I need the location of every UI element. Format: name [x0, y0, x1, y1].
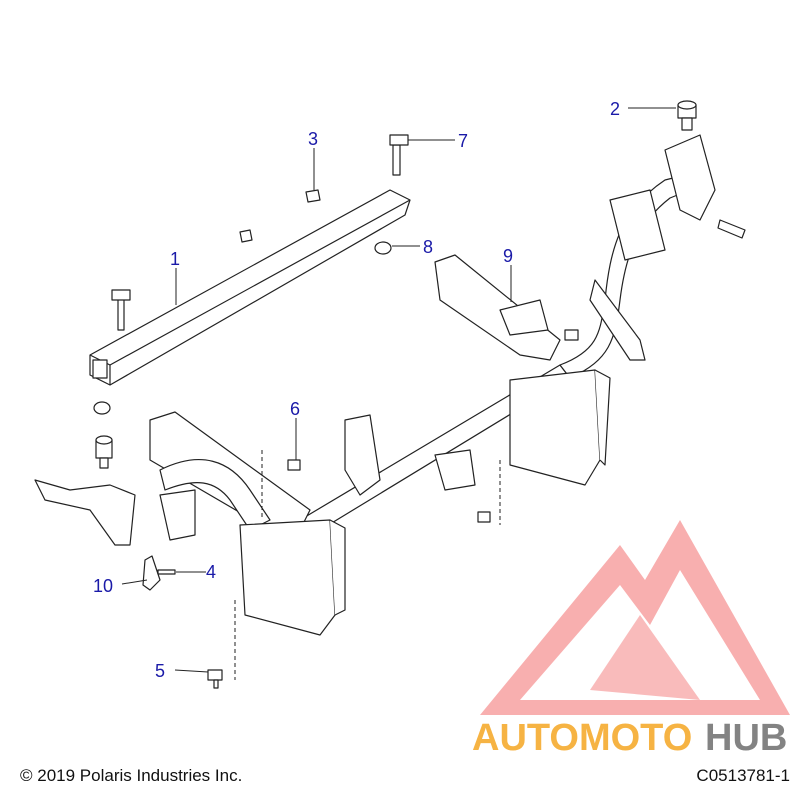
leader-lines — [121, 107, 676, 673]
copyright-text: © 2019 Polaris Industries Inc. — [20, 766, 243, 785]
callout-4: 4 — [206, 562, 216, 582]
watermark-text-a: AUTOMOTO — [472, 717, 692, 759]
left-box — [239, 519, 336, 636]
part-7-bolt — [392, 144, 401, 176]
dashed-leaders — [234, 450, 501, 680]
part-9-bracket — [434, 254, 561, 361]
callout-2: 2 — [610, 99, 620, 119]
part-4-screw — [157, 569, 176, 575]
callout-10: 10 — [93, 576, 113, 596]
callout-6: 6 — [290, 399, 300, 419]
part-3-clip — [305, 189, 321, 203]
callout-1: 1 — [170, 249, 180, 269]
callout-8: 8 — [423, 237, 433, 257]
watermark-logo — [480, 520, 790, 715]
callout-5: 5 — [155, 661, 165, 681]
part-5-bolt — [207, 669, 223, 681]
callout-9: 9 — [503, 246, 513, 266]
part-8-grommet — [374, 241, 392, 255]
part-6-bolt — [287, 459, 301, 471]
callout-3: 3 — [308, 129, 318, 149]
diagram-code: C0513781-1 — [696, 766, 790, 785]
frame-line-art — [34, 100, 746, 689]
watermark-text-b: HUB — [705, 717, 787, 759]
callout-7: 7 — [458, 131, 468, 151]
